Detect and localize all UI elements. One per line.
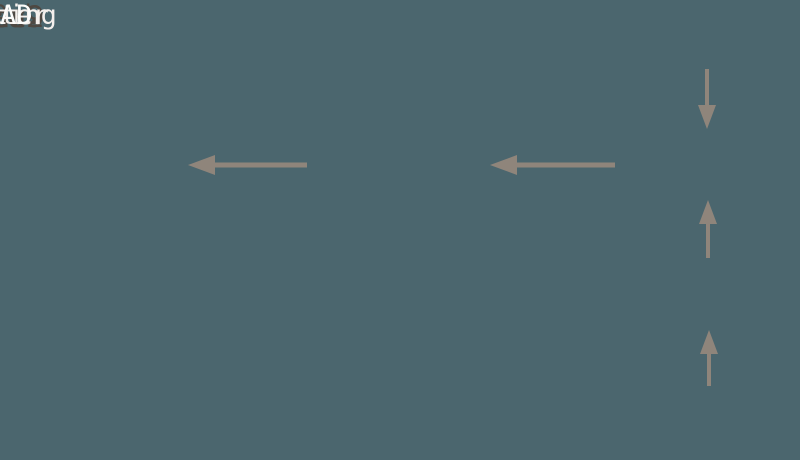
branch-ref-label: testing [0,0,57,31]
commit-hash: f30ab [0,0,41,31]
head-ref-label: HEAD [0,0,33,31]
arrow-testing-to-f30ab [699,200,717,258]
commit-hash: 34ac2 [0,0,45,34]
arrow-head-to-testing [700,330,718,386]
arrow-34ac2-to-98ca9 [188,155,307,175]
branch-ref-label: master [0,0,49,31]
commit-hash: 98ca9 [0,0,45,34]
arrow-f30ab-to-34ac2 [490,155,615,175]
arrow-master-to-f30ab [698,69,716,129]
